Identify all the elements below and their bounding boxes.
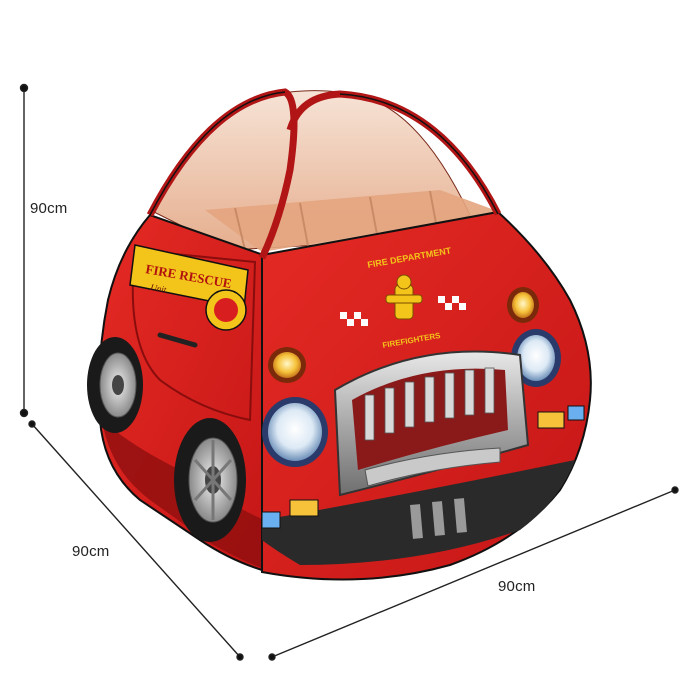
front-grille — [333, 350, 530, 497]
depth-line-start-dot — [28, 420, 36, 428]
tent-interior-stripes — [234, 190, 439, 251]
fog-lamp-right — [507, 287, 539, 323]
width-line-end-dot — [671, 486, 679, 494]
depth-line-end-dot — [236, 653, 244, 661]
width-line-start-dot — [268, 653, 276, 661]
height-dimension-label: 90cm — [30, 200, 68, 217]
tent-edge-outline-left — [149, 91, 286, 216]
side-door-handle — [157, 332, 198, 348]
wheel-front — [174, 418, 246, 542]
fog-lamp-left — [268, 347, 306, 383]
width-line — [271, 489, 676, 658]
depth-dimension-label: 90cm — [72, 543, 110, 560]
height-line-bottom-dot — [19, 408, 29, 418]
wheel-rear — [87, 337, 143, 433]
headlight-left — [262, 397, 328, 467]
side-fire-rescue-logo: FIRE RESCUE Unit — [129, 244, 249, 331]
dimension-lines — [19, 83, 679, 661]
height-line-top-dot — [19, 83, 29, 93]
headlight-right — [511, 329, 561, 387]
depth-line — [31, 423, 241, 658]
checkered-flag-icon — [340, 296, 466, 326]
tent-edge-outline-right — [339, 93, 499, 215]
side-door-outline — [131, 248, 257, 422]
indicator-lights — [261, 405, 585, 529]
bumper-stripes — [410, 498, 467, 539]
width-dimension-label: 90cm — [498, 578, 536, 595]
side-logo-sub: Unit — [150, 282, 168, 295]
side-logo-badge-inner — [214, 298, 238, 322]
fire-hydrant-icon — [385, 274, 423, 320]
